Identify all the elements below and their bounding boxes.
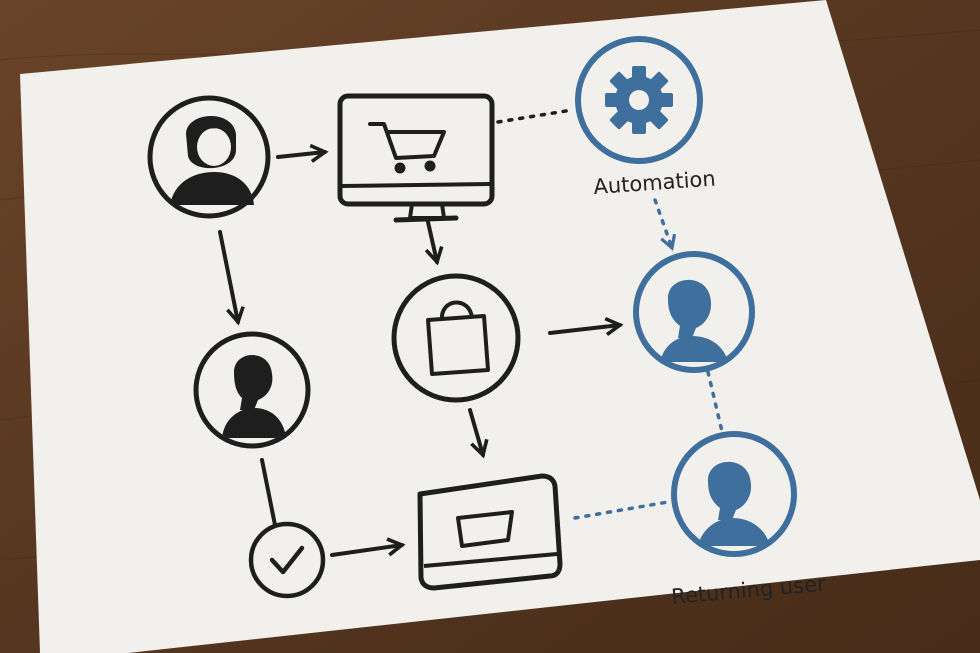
returning-user-node: [671, 431, 797, 557]
monitor-chin: [341, 182, 491, 188]
cart-icon: [368, 122, 446, 174]
dotted-tablet-to-returning-user: [573, 500, 670, 520]
dotted-automation-to-engaged-user: [653, 198, 677, 251]
arrow-computer-to-bag: [424, 220, 444, 266]
check-ring: [248, 521, 326, 599]
tablet-screen-window: [456, 510, 514, 548]
monitor-icon: [337, 93, 495, 207]
dotted-engaged-to-returning-user: [706, 370, 726, 442]
line-secondary-user-to-check: [260, 458, 277, 527]
computer-cart-node: [337, 93, 495, 223]
secondary-user-node: [193, 331, 311, 449]
connectors: [218, 108, 726, 557]
arrow-user-to-computer: [276, 143, 329, 163]
shopping-bag-node: [391, 273, 521, 403]
shopping-bag-icon: [426, 300, 490, 376]
dotted-computer-to-automation: [496, 108, 574, 124]
person-silhouette-icon: [698, 461, 770, 546]
shopping-bag-ring: [391, 273, 521, 403]
person-silhouette-icon: [222, 355, 286, 438]
gear-icon: [605, 66, 673, 134]
tablet-node: [417, 473, 563, 591]
tablet-icon: [417, 473, 563, 591]
user-node: [147, 95, 271, 219]
check-icon: [269, 545, 305, 575]
automation-node: [575, 36, 703, 164]
check-node: [248, 521, 326, 599]
arrow-user-to-secondary-user: [218, 230, 245, 326]
arrow-check-to-tablet: [330, 537, 406, 557]
engaged-user-node: [633, 251, 755, 373]
arrow-bag-to-engaged-user: [548, 316, 624, 336]
person-silhouette-icon: [660, 279, 728, 362]
arrow-bag-to-tablet: [468, 408, 489, 459]
person-icon: [170, 115, 254, 205]
